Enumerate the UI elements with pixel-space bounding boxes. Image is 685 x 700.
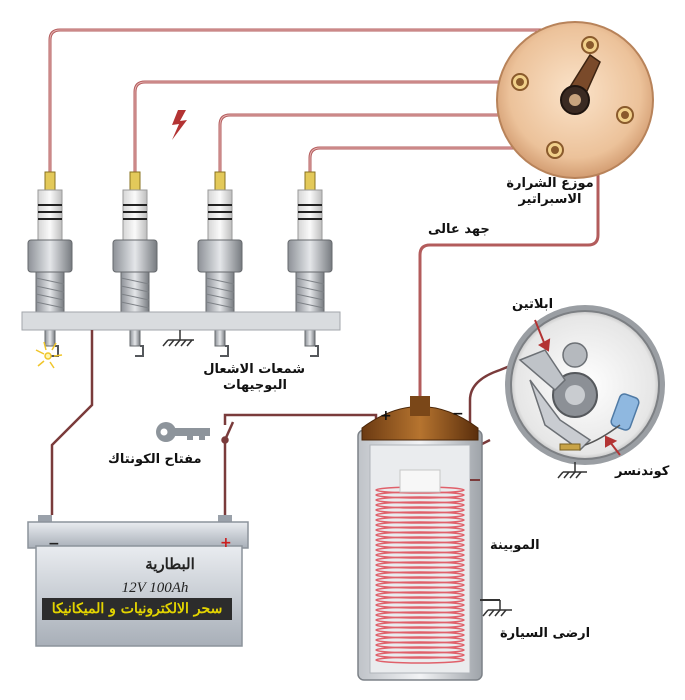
- distributor-title: موزع الشرارة: [506, 176, 594, 191]
- coil-plus-sign: +: [380, 408, 392, 424]
- key-icon: [156, 422, 210, 442]
- pointer-arrow: [534, 319, 621, 456]
- ignition-switch: [221, 421, 235, 444]
- battery-plus-sign: +: [220, 535, 232, 551]
- high-voltage-label: جهد عالى: [428, 222, 490, 237]
- contact-points: [505, 305, 665, 465]
- spark-plug-icon: [112, 171, 158, 357]
- spark-plugs-title: شمعات الاشعال: [203, 362, 305, 377]
- spark-plugs-subtitle: البوجيهات: [223, 378, 287, 393]
- battery-minus-sign: −: [48, 536, 60, 552]
- ignition-coil: [357, 396, 500, 681]
- spark-plug-icon: [287, 171, 333, 357]
- coil-winding: [375, 469, 465, 664]
- coil-label: الموبينة: [490, 538, 540, 553]
- ht-wire-2: [133, 80, 520, 177]
- battery-label: البطارية: [145, 555, 195, 573]
- condenser-label: كوندنسر: [615, 464, 670, 479]
- car-ground-label: ارضى السيارة: [500, 626, 591, 641]
- battery: [27, 515, 249, 647]
- battery-rating: 12V 100Ah: [121, 580, 189, 596]
- distributor-rotor: [560, 53, 601, 115]
- lightning-icon: [172, 110, 187, 140]
- spark-icon: [35, 341, 63, 369]
- ignition-key-label: مفتاح الكونتاك: [108, 452, 202, 467]
- spark-plug-icon: [27, 171, 73, 357]
- distributor-label: موزع الشرارة الاسبراتير: [495, 176, 605, 208]
- ground-icon: [557, 462, 587, 479]
- ground-icon: [162, 330, 194, 347]
- engine-block: [21, 311, 341, 331]
- spark-plugs: [27, 171, 333, 357]
- spark-plug-icon: [197, 171, 243, 357]
- coil-minus-sign: −: [452, 406, 464, 422]
- spark-plugs-label: شمعات الاشعال البوجيهات: [203, 362, 305, 394]
- distributor-subtitle: الاسبراتير: [518, 192, 582, 207]
- ground-icon: [482, 600, 512, 617]
- contact-points-label: ابلاتين: [512, 297, 554, 312]
- watermark: سحر الالكترونيات و الميكانيكا: [42, 598, 232, 620]
- distributor-terminal: [511, 36, 634, 159]
- distributor-cap: [496, 21, 654, 179]
